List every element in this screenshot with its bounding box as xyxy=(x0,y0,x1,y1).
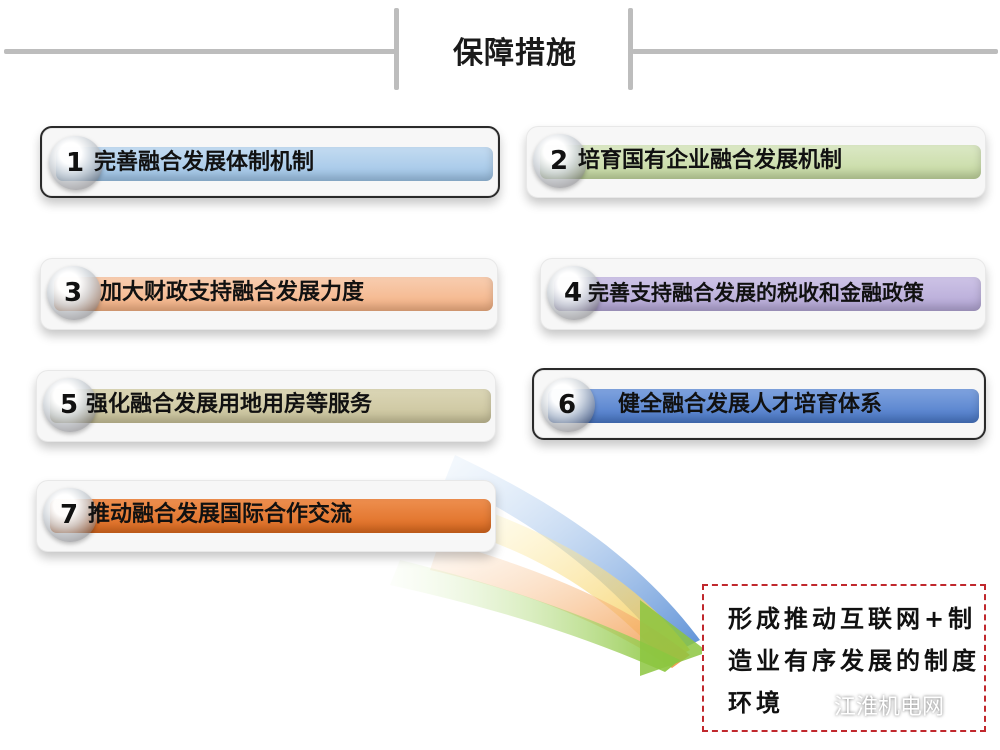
measure-number-2: 2 xyxy=(549,146,569,176)
measure-card-5: 5 强化融合发展用地用房等服务 xyxy=(36,370,496,442)
measure-card-6: 6 健全融合发展人才培育体系 xyxy=(532,368,986,440)
header-divider-right xyxy=(628,8,633,90)
number-bubble-icon xyxy=(47,266,101,320)
measure-number-7: 7 xyxy=(59,500,79,530)
measure-card-2: 2 培育国有企业融合发展机制 xyxy=(526,126,986,198)
measure-label-4: 完善支持融合发展的税收和金融政策 xyxy=(588,281,924,305)
measure-bar-4 xyxy=(554,277,981,311)
measure-label-5: 强化融合发展用地用房等服务 xyxy=(86,392,373,417)
number-bubble-icon xyxy=(43,378,97,432)
watermark-text: 江淮机电网 xyxy=(834,695,945,720)
number-bubble-icon xyxy=(541,378,595,432)
measure-bar-2 xyxy=(540,145,981,179)
header-rule-right xyxy=(632,49,998,54)
watermark: 江淮机电网 xyxy=(802,692,944,724)
result-text: 形成推动互联网+制造业有序发展的制度环境 xyxy=(728,605,980,717)
measure-bar-5 xyxy=(50,389,491,423)
measure-label-2: 培育国有企业融合发展机制 xyxy=(578,148,843,173)
measure-number-4: 4 xyxy=(563,278,583,308)
measure-bar-3 xyxy=(54,277,493,311)
number-bubble-icon xyxy=(547,266,601,320)
result-box: 形成推动互联网+制造业有序发展的制度环境 xyxy=(702,584,986,732)
number-bubble-icon xyxy=(533,134,587,188)
measure-label-7: 推动融合发展国际合作交流 xyxy=(88,502,353,527)
measure-number-3: 3 xyxy=(63,278,83,308)
measure-label-1: 完善融合发展体制机制 xyxy=(94,150,315,175)
measure-card-3: 3 加大财政支持融合发展力度 xyxy=(40,258,498,330)
measure-number-1: 1 xyxy=(65,148,85,178)
measure-bar-1 xyxy=(56,147,493,181)
measure-label-3: 加大财政支持融合发展力度 xyxy=(100,280,365,305)
measure-bar-6 xyxy=(548,389,979,423)
measure-number-5: 5 xyxy=(59,390,79,420)
measure-card-4: 4 完善支持融合发展的税收和金融政策 xyxy=(540,258,986,330)
measure-card-1: 1 完善融合发展体制机制 xyxy=(40,126,500,198)
wechat-icon xyxy=(802,698,828,717)
header-rule-left xyxy=(4,49,396,54)
measure-label-6: 健全融合发展人才培育体系 xyxy=(618,392,883,417)
measure-card-7: 7 推动融合发展国际合作交流 xyxy=(36,480,496,552)
header-divider-left xyxy=(394,8,399,90)
page-title: 保障措施 xyxy=(453,36,577,71)
number-bubble-icon xyxy=(49,136,103,190)
measure-bar-7 xyxy=(50,499,491,533)
number-bubble-icon xyxy=(43,488,97,542)
measure-number-6: 6 xyxy=(557,390,577,420)
